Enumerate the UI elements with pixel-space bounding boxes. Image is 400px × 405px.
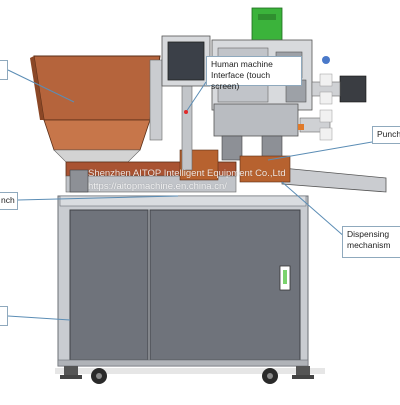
toolbar-icon bbox=[319, 73, 333, 87]
cabinet-door-right bbox=[149, 209, 301, 361]
hopper-callout-stub bbox=[0, 60, 8, 80]
punch-left-callout: nch bbox=[0, 192, 18, 210]
touch-screen bbox=[167, 41, 205, 81]
punch-right-label: Punch bbox=[377, 129, 400, 139]
floor-shadow bbox=[55, 368, 325, 374]
foot-right bbox=[296, 366, 310, 376]
orange-sensor bbox=[298, 124, 304, 130]
punch-right-callout: Punch bbox=[372, 126, 400, 144]
cabinet-base bbox=[57, 359, 309, 367]
toolbar-icon bbox=[319, 109, 333, 123]
hmi-label-line2: Interface (touch screen) bbox=[211, 70, 271, 91]
hmi-label-line1: Human machine bbox=[211, 59, 273, 69]
watermark-company: Shenzhen AITOP Intelligent Equipment Co.… bbox=[88, 168, 286, 179]
door-handle bbox=[283, 270, 287, 284]
dispensing-label-line2: mechanism bbox=[347, 240, 391, 250]
cabinet-callout-stub bbox=[0, 306, 8, 326]
right-punch-block bbox=[239, 155, 291, 183]
toolbar-dot-icon bbox=[322, 56, 330, 64]
hopper-support bbox=[149, 59, 163, 141]
dispensing-label-line1: Dispensing bbox=[347, 229, 390, 239]
toolbar-icon bbox=[319, 127, 333, 141]
foot-left bbox=[64, 366, 78, 376]
hopper-body bbox=[33, 55, 161, 121]
punch-head bbox=[213, 103, 299, 137]
toolbar-icon bbox=[319, 91, 333, 105]
watermark-url: https://aitopmachine.en.china.cn/ bbox=[88, 181, 227, 192]
hmi-marker bbox=[184, 110, 188, 114]
cabinet-door-left bbox=[69, 209, 149, 361]
hopper-funnel bbox=[43, 119, 151, 151]
hmi-callout: Human machine Interface (touch screen) bbox=[206, 56, 302, 91]
servo-motor bbox=[339, 75, 367, 103]
output-conveyor bbox=[281, 167, 387, 193]
punch-left-label: nch bbox=[1, 195, 15, 205]
callout-leaders bbox=[7, 69, 373, 321]
dispensing-callout: Dispensing mechanism bbox=[342, 226, 400, 258]
tabletop bbox=[59, 195, 307, 207]
